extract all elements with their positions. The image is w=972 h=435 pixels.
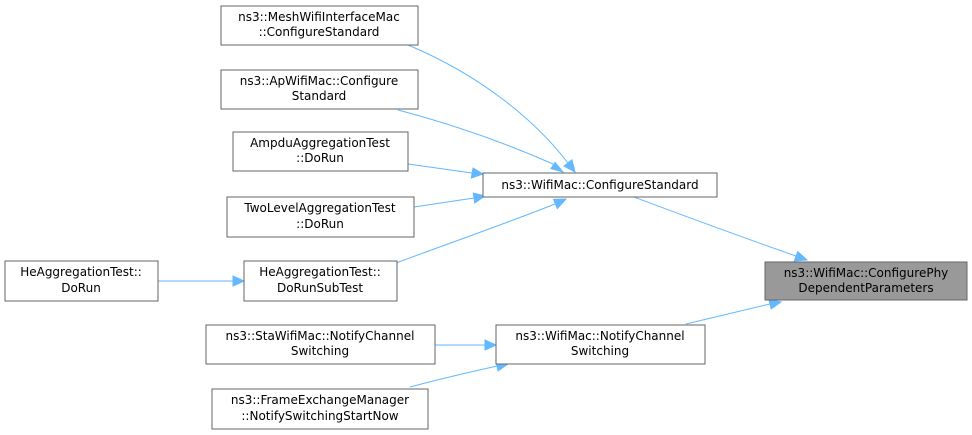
node-label-line: Switching bbox=[571, 344, 629, 358]
node-ap-configure-standard[interactable]: ns3::ApWifiMac::Configure Standard bbox=[220, 69, 419, 110]
node-label-line: Switching bbox=[291, 344, 349, 358]
node-sta-notify-channel-switching[interactable]: ns3::StaWifiMac::NotifyChannel Switching bbox=[205, 324, 436, 365]
node-label-line: DoRun bbox=[61, 281, 101, 295]
edge-he-dorun-to-he-dorunsubtest bbox=[158, 275, 246, 287]
node-label-line: DependentParameters bbox=[798, 281, 933, 295]
node-label-line: ns3::ApWifiMac::Configure bbox=[240, 74, 398, 88]
edge-configure-standard-to-configure-phy bbox=[633, 196, 809, 262]
node-notify-channel-switching[interactable]: ns3::WifiMac::NotifyChannel Switching bbox=[495, 324, 706, 365]
edge-mesh-to-configure-standard bbox=[407, 44, 576, 173]
edge-twolevel-to-configure-standard bbox=[413, 192, 487, 208]
node-label-line: DoRunSubTest bbox=[277, 281, 363, 295]
node-he-dorun[interactable]: HeAggregationTest:: DoRun bbox=[4, 260, 159, 302]
edge-ap-to-configure-standard bbox=[397, 109, 565, 173]
node-ampdu-dorun[interactable]: AmpduAggregationTest ::DoRun bbox=[232, 131, 409, 172]
node-label-line: ::DoRun bbox=[296, 217, 344, 231]
node-label-line: ns3::WifiMac::ConfigurePhy bbox=[784, 266, 949, 280]
node-he-dorunsubtest[interactable]: HeAggregationTest:: DoRunSubTest bbox=[243, 260, 398, 302]
node-label-line: ns3::StaWifiMac::NotifyChannel bbox=[226, 329, 415, 343]
node-label-line: Standard bbox=[292, 89, 347, 103]
node-configure-phy-dependent-parameters[interactable]: ns3::WifiMac::ConfigurePhy DependentPara… bbox=[764, 261, 968, 301]
node-label-line: HeAggregationTest:: bbox=[20, 265, 142, 279]
node-label-line: ns3::WifiMac::ConfigureStandard bbox=[501, 178, 698, 192]
graph-nodes: ns3::WifiMac::ConfigurePhy DependentPara… bbox=[4, 5, 968, 430]
node-label-line: ns3::MeshWifiInterfaceMac bbox=[238, 10, 400, 24]
edge-notify-channel-switching-to-configure-phy bbox=[685, 298, 783, 325]
node-fem-notify-switching-start-now[interactable]: ns3::FrameExchangeManager ::NotifySwitch… bbox=[211, 388, 429, 430]
node-label-line: ::ConfigureStandard bbox=[259, 25, 380, 39]
edge-sta-to-notify-channel-switching bbox=[435, 339, 498, 351]
node-configure-standard[interactable]: ns3::WifiMac::ConfigureStandard bbox=[482, 172, 718, 198]
node-mesh-configure-standard[interactable]: ns3::MeshWifiInterfaceMac ::ConfigureSta… bbox=[220, 5, 419, 46]
edge-fem-to-notify-channel-switching bbox=[409, 360, 510, 388]
node-label-line: ns3::WifiMac::NotifyChannel bbox=[515, 329, 684, 343]
node-label-line: TwoLevelAggregationTest bbox=[243, 201, 396, 215]
node-label-line: ns3::FrameExchangeManager bbox=[231, 393, 409, 407]
node-label-line: ::NotifySwitchingStartNow bbox=[241, 409, 398, 423]
node-label-line: HeAggregationTest:: bbox=[259, 265, 381, 279]
graph-edges bbox=[158, 44, 809, 388]
edge-he-dorunsubtest-to-configure-standard bbox=[395, 198, 568, 264]
edge-ampdu-to-configure-standard bbox=[407, 163, 485, 179]
node-label-line: ::DoRun bbox=[296, 151, 344, 165]
node-label-line: AmpduAggregationTest bbox=[250, 136, 390, 150]
node-twolevel-dorun[interactable]: TwoLevelAggregationTest ::DoRun bbox=[226, 196, 415, 238]
